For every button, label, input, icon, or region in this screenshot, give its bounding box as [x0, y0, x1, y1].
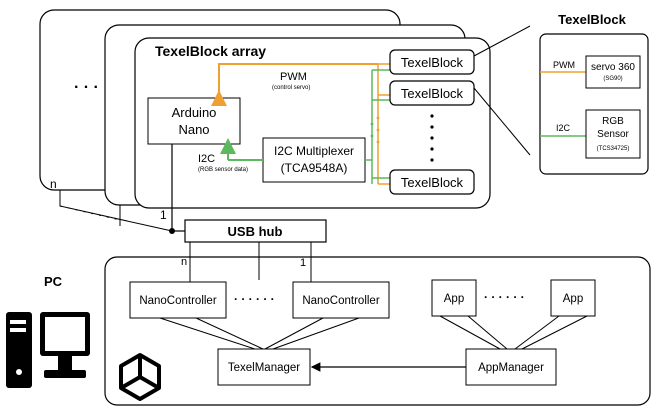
usb-hub-box: [184, 219, 327, 243]
usb-hub-label: USB hub: [228, 224, 283, 239]
texelmanager-label: TexelManager: [228, 362, 300, 374]
app-left-label: App: [444, 293, 464, 305]
junction-dot: [169, 228, 175, 234]
texelblock-3-label: TexelBlock: [401, 175, 464, 190]
nano-left-to-manager-1: [159, 317, 256, 350]
pc-panel: [104, 256, 651, 406]
app-right-label: App: [563, 293, 583, 305]
sensor-label-3: (TCS34725): [597, 146, 630, 152]
texelblock-1: [389, 49, 475, 75]
texelmanager-box: [217, 348, 311, 386]
nanocontroller-left-label: NanoController: [139, 295, 217, 307]
app-left-to-manager-2: [467, 315, 508, 350]
app-right-to-manager-2: [521, 315, 588, 350]
texelblock-2: [389, 80, 475, 106]
app-left-box: [431, 279, 477, 317]
zoom-line-bottom: [473, 87, 531, 156]
bus-dots-green: [370, 122, 374, 138]
stack-n-label: n: [50, 177, 57, 191]
servo-label-2: (SG90): [603, 76, 622, 82]
nanocontroller-left: [129, 281, 227, 319]
nano-right-to-manager-2: [272, 317, 360, 350]
port-1-label: 1: [300, 257, 306, 269]
nanocontroller-right: [292, 281, 390, 319]
mux-label-2: (TCA9548A): [281, 161, 348, 175]
i2c-note: (RGB sensor data): [198, 167, 248, 173]
computer-icon: [6, 312, 90, 388]
texelblock-2-label: TexelBlock: [401, 86, 464, 101]
rgb-sensor-box: [585, 109, 641, 159]
arduino-label-2: Nano: [178, 122, 209, 137]
ellipsis-left: · · ·: [74, 79, 99, 96]
detail-pwm-label: PWM: [553, 60, 575, 70]
mux-label-1: I2C Multiplexer: [274, 144, 354, 158]
bus-dots: [376, 116, 380, 144]
texelblock-vertical-dots: [430, 114, 434, 162]
servo-label-1: servo 360: [591, 62, 635, 73]
arduino-label-1: Arduino: [172, 105, 217, 120]
pwm-note: (control servo): [272, 85, 310, 91]
app-right-box: [550, 279, 596, 317]
app-left-to-manager-1: [439, 315, 501, 350]
sensor-label-2: Sensor: [597, 129, 629, 140]
appmanager-label: AppManager: [478, 362, 544, 374]
unity-logo-icon: [119, 353, 161, 401]
texelblock-3: [389, 169, 475, 195]
nano-left-to-manager-2: [195, 317, 264, 350]
array-title: TexelBlock array: [155, 43, 266, 59]
nanocontroller-right-label: NanoController: [302, 295, 380, 307]
servo-box: [585, 55, 641, 89]
i2c-label: I2C: [198, 153, 215, 165]
sensor-label-1: RGB: [602, 116, 624, 127]
i2c-multiplexer-box: [262, 137, 366, 183]
zoom-line-top: [473, 25, 531, 57]
nanocontroller-dots: · · · · · ·: [234, 292, 275, 306]
appmanager-box: [465, 348, 557, 386]
detail-i2c-label: I2C: [556, 123, 571, 133]
port-n-label: n: [181, 256, 187, 268]
pc-label: PC: [44, 274, 63, 289]
texelblock-1-label: TexelBlock: [401, 55, 464, 70]
nano-right-to-manager-1: [264, 317, 324, 350]
app-right-to-manager-1: [514, 315, 560, 350]
stack-1-label: 1: [160, 208, 167, 222]
pwm-line: [211, 63, 378, 106]
app-dots: · · · · · ·: [484, 290, 525, 304]
pwm-label: PWM: [280, 71, 307, 83]
detail-title: TexelBlock: [558, 12, 626, 27]
